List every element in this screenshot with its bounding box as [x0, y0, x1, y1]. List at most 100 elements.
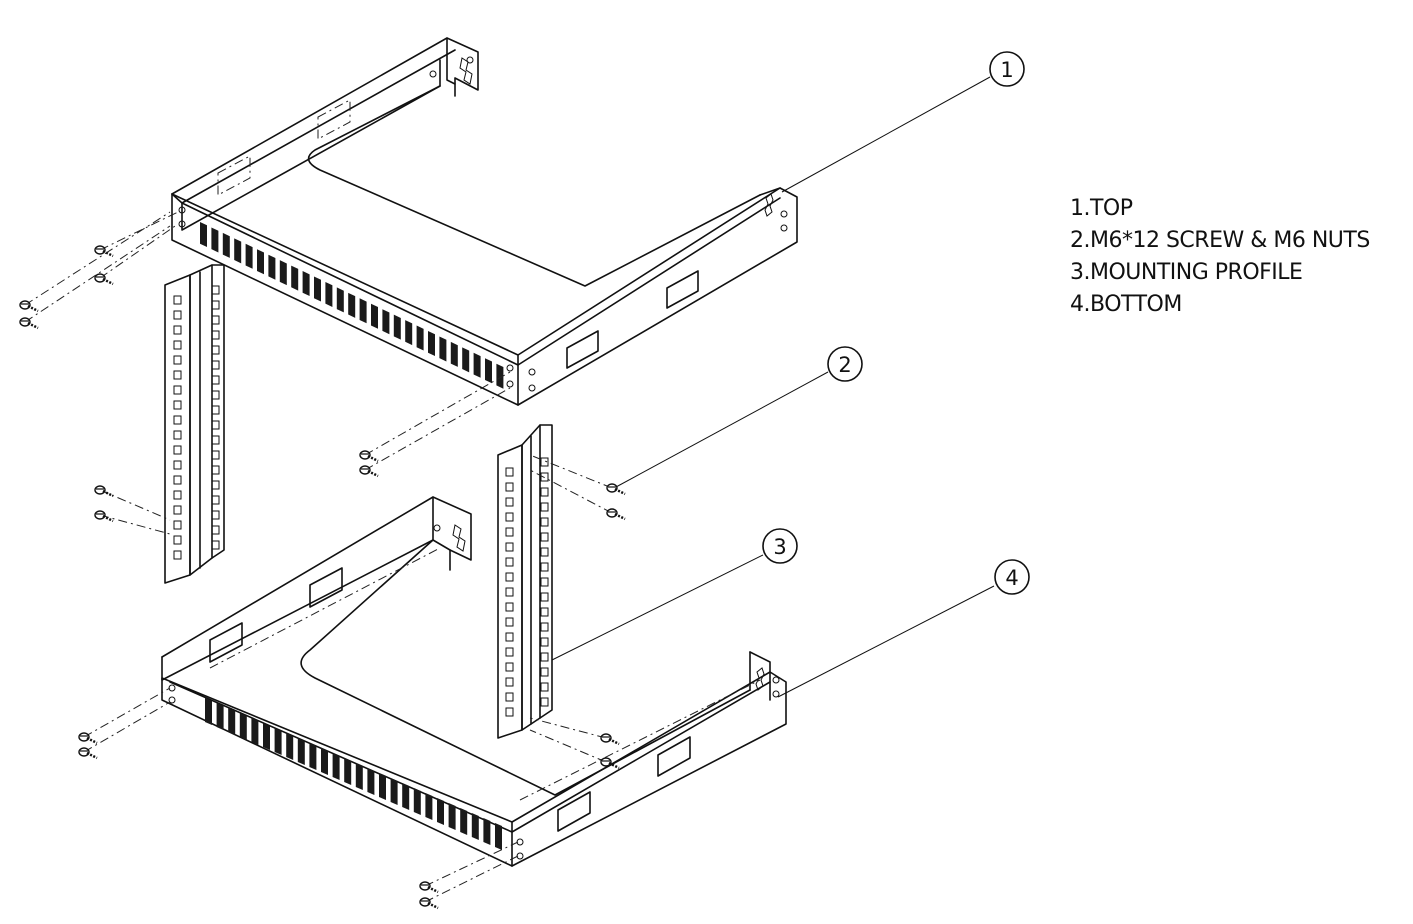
callout-2-number: 2: [838, 353, 851, 377]
vent-slot: [413, 788, 421, 815]
square-hole: [540, 487, 549, 497]
vent-slot: [473, 352, 481, 378]
m6-screw: [94, 211, 179, 258]
square-hole: [540, 502, 549, 512]
square-hole: [173, 355, 182, 365]
vent-slot: [336, 287, 344, 313]
square-hole: [211, 495, 220, 505]
square-hole: [505, 617, 514, 627]
vent-slot: [485, 358, 492, 384]
square-hole: [505, 662, 514, 672]
vent-slot: [200, 222, 207, 247]
vent-slot: [402, 783, 410, 810]
square-hole: [173, 535, 182, 545]
vent-slot: [496, 363, 504, 389]
m6-screw: [529, 454, 626, 496]
vent-slot: [428, 331, 435, 356]
square-hole: [211, 420, 220, 430]
square-hole: [540, 457, 549, 467]
square-hole: [211, 360, 220, 370]
vent-slot: [321, 748, 328, 775]
right-mounting-profile: [497, 424, 553, 739]
vent-slot: [291, 265, 299, 291]
callout-2: 2: [827, 346, 863, 382]
square-hole: [173, 490, 182, 500]
callout-3-number: 3: [773, 535, 786, 559]
square-hole: [173, 370, 182, 380]
legend-item-bottom: 4.BOTTOM: [1070, 292, 1182, 317]
square-hole: [173, 325, 182, 335]
square-hole: [173, 415, 182, 425]
square-hole: [211, 510, 220, 520]
square-hole: [505, 512, 514, 522]
square-hole: [173, 475, 182, 485]
square-hole: [173, 460, 182, 470]
square-hole: [540, 652, 549, 662]
square-hole: [173, 430, 182, 440]
square-hole: [505, 602, 514, 612]
square-hole: [505, 572, 514, 582]
vent-slot: [460, 808, 468, 835]
callout-1-number: 1: [1000, 58, 1013, 82]
vent-slot: [390, 778, 398, 805]
square-hole: [540, 607, 549, 617]
square-hole: [505, 497, 514, 507]
vent-slot: [359, 298, 367, 324]
m6-screw: [529, 729, 620, 770]
vent-slot: [297, 738, 305, 765]
square-hole: [505, 692, 514, 702]
vent-slot: [216, 703, 224, 730]
vent-slot: [371, 303, 378, 329]
parts-legend: 1.TOP 2.M6*12 SCREW & M6 NUTS 3.MOUNTING…: [1070, 193, 1370, 321]
vent-slot: [314, 276, 321, 302]
vent-slot: [437, 798, 444, 825]
square-hole: [505, 707, 514, 717]
m6-screw: [78, 701, 171, 760]
square-hole: [540, 697, 549, 707]
callout-1: 1: [989, 51, 1025, 87]
bottom-frame-vent-slots: [205, 698, 502, 850]
vent-slot: [205, 698, 212, 725]
square-hole: [211, 285, 220, 295]
square-hole: [505, 647, 514, 657]
square-hole: [173, 295, 182, 305]
vent-slot: [471, 813, 479, 840]
square-hole: [540, 562, 549, 572]
square-hole: [173, 310, 182, 320]
m6-screw: [94, 510, 171, 535]
square-hole: [505, 557, 514, 567]
square-hole: [540, 637, 549, 647]
square-hole: [540, 667, 549, 677]
square-hole: [173, 505, 182, 515]
vent-slot: [416, 325, 424, 351]
vent-slot: [325, 281, 333, 307]
vent-slot: [462, 347, 470, 373]
right-profile-square-holes: [505, 457, 549, 717]
square-hole: [173, 340, 182, 350]
square-hole: [505, 677, 514, 687]
square-hole: [173, 385, 182, 395]
vent-slot: [222, 232, 230, 258]
square-hole: [211, 435, 220, 445]
top-frame-vent-slots: [200, 222, 504, 389]
square-hole: [540, 577, 549, 587]
legend-item-screws: 2.M6*12 SCREW & M6 NUTS: [1070, 228, 1370, 253]
vent-slot: [257, 249, 264, 275]
square-hole: [211, 540, 220, 550]
square-hole: [211, 480, 220, 490]
square-hole: [505, 482, 514, 492]
square-hole: [540, 532, 549, 542]
m6-screw: [419, 841, 519, 894]
vent-slot: [234, 238, 242, 264]
bottom-frame: [161, 496, 787, 867]
vent-slot: [344, 758, 352, 785]
square-hole: [173, 445, 182, 455]
square-hole: [540, 592, 549, 602]
vent-slot: [245, 243, 253, 269]
square-hole: [540, 622, 549, 632]
left-mounting-profile: [164, 264, 225, 584]
m6-screw: [94, 223, 179, 286]
square-hole: [505, 467, 514, 477]
vent-slot: [393, 314, 401, 340]
vent-slot: [348, 292, 356, 318]
